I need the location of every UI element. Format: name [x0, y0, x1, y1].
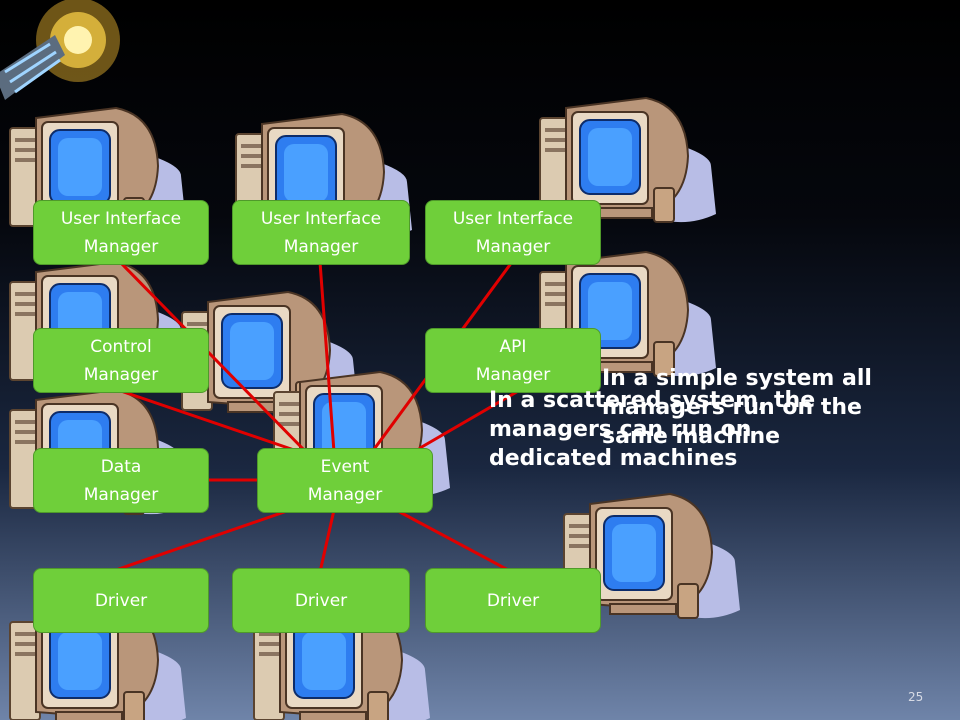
simple-system-note: In a simple system all managers run on t… [602, 366, 872, 449]
control-manager-line-2: Manager [83, 364, 159, 385]
ui-manager-box-3-line-2: Manager [475, 236, 551, 257]
event-manager-box: Event Manager [257, 448, 433, 513]
driver-box-1: Driver [33, 568, 209, 633]
api-manager-box: API Manager [425, 328, 601, 393]
driver-box-2: Driver [232, 568, 410, 633]
ui-manager-box-3: User Interface Manager [425, 200, 601, 265]
slide-number: 25 [908, 690, 924, 704]
control-manager-box: Control Manager [33, 328, 209, 393]
ui-manager-box-2-line-2: Manager [283, 236, 359, 257]
driver-box-2-label: Driver [294, 590, 348, 611]
event-manager-line-1: Event [320, 456, 370, 477]
driver-box-3: Driver [425, 568, 601, 633]
data-manager-box: Data Manager [33, 448, 209, 513]
connector-ui1-event [118, 260, 308, 454]
connectors [108, 260, 522, 574]
driver-box-3-label: Driver [486, 590, 540, 611]
satellite-icon [0, 0, 120, 100]
api-manager-line-1: API [499, 336, 527, 357]
ui-manager-box-1: User Interface Manager [33, 200, 209, 265]
connector-api-event [418, 388, 522, 450]
control-manager-line-1: Control [90, 336, 152, 357]
data-manager-line-2: Manager [83, 484, 159, 505]
connector-event-driver1 [108, 508, 292, 574]
driver-box-1-label: Driver [94, 590, 148, 611]
ui-manager-box-1-line-1: User Interface [60, 208, 182, 229]
ui-manager-box-2: User Interface Manager [232, 200, 410, 265]
ui-manager-box-1-line-2: Manager [83, 236, 159, 257]
connector-control-event [116, 388, 302, 454]
ui-manager-box-3-line-1: User Interface [452, 208, 574, 229]
connector-event-driver3 [394, 508, 514, 574]
api-manager-line-2: Manager [475, 364, 551, 385]
connector-event-driver2 [318, 508, 336, 574]
scattered-system-note: In a scattered system, the managers can … [489, 388, 816, 471]
data-manager-line-1: Data [100, 456, 142, 477]
ui-manager-box-2-line-1: User Interface [260, 208, 382, 229]
connector-ui2-event [318, 260, 336, 454]
event-manager-line-2: Manager [307, 484, 383, 505]
